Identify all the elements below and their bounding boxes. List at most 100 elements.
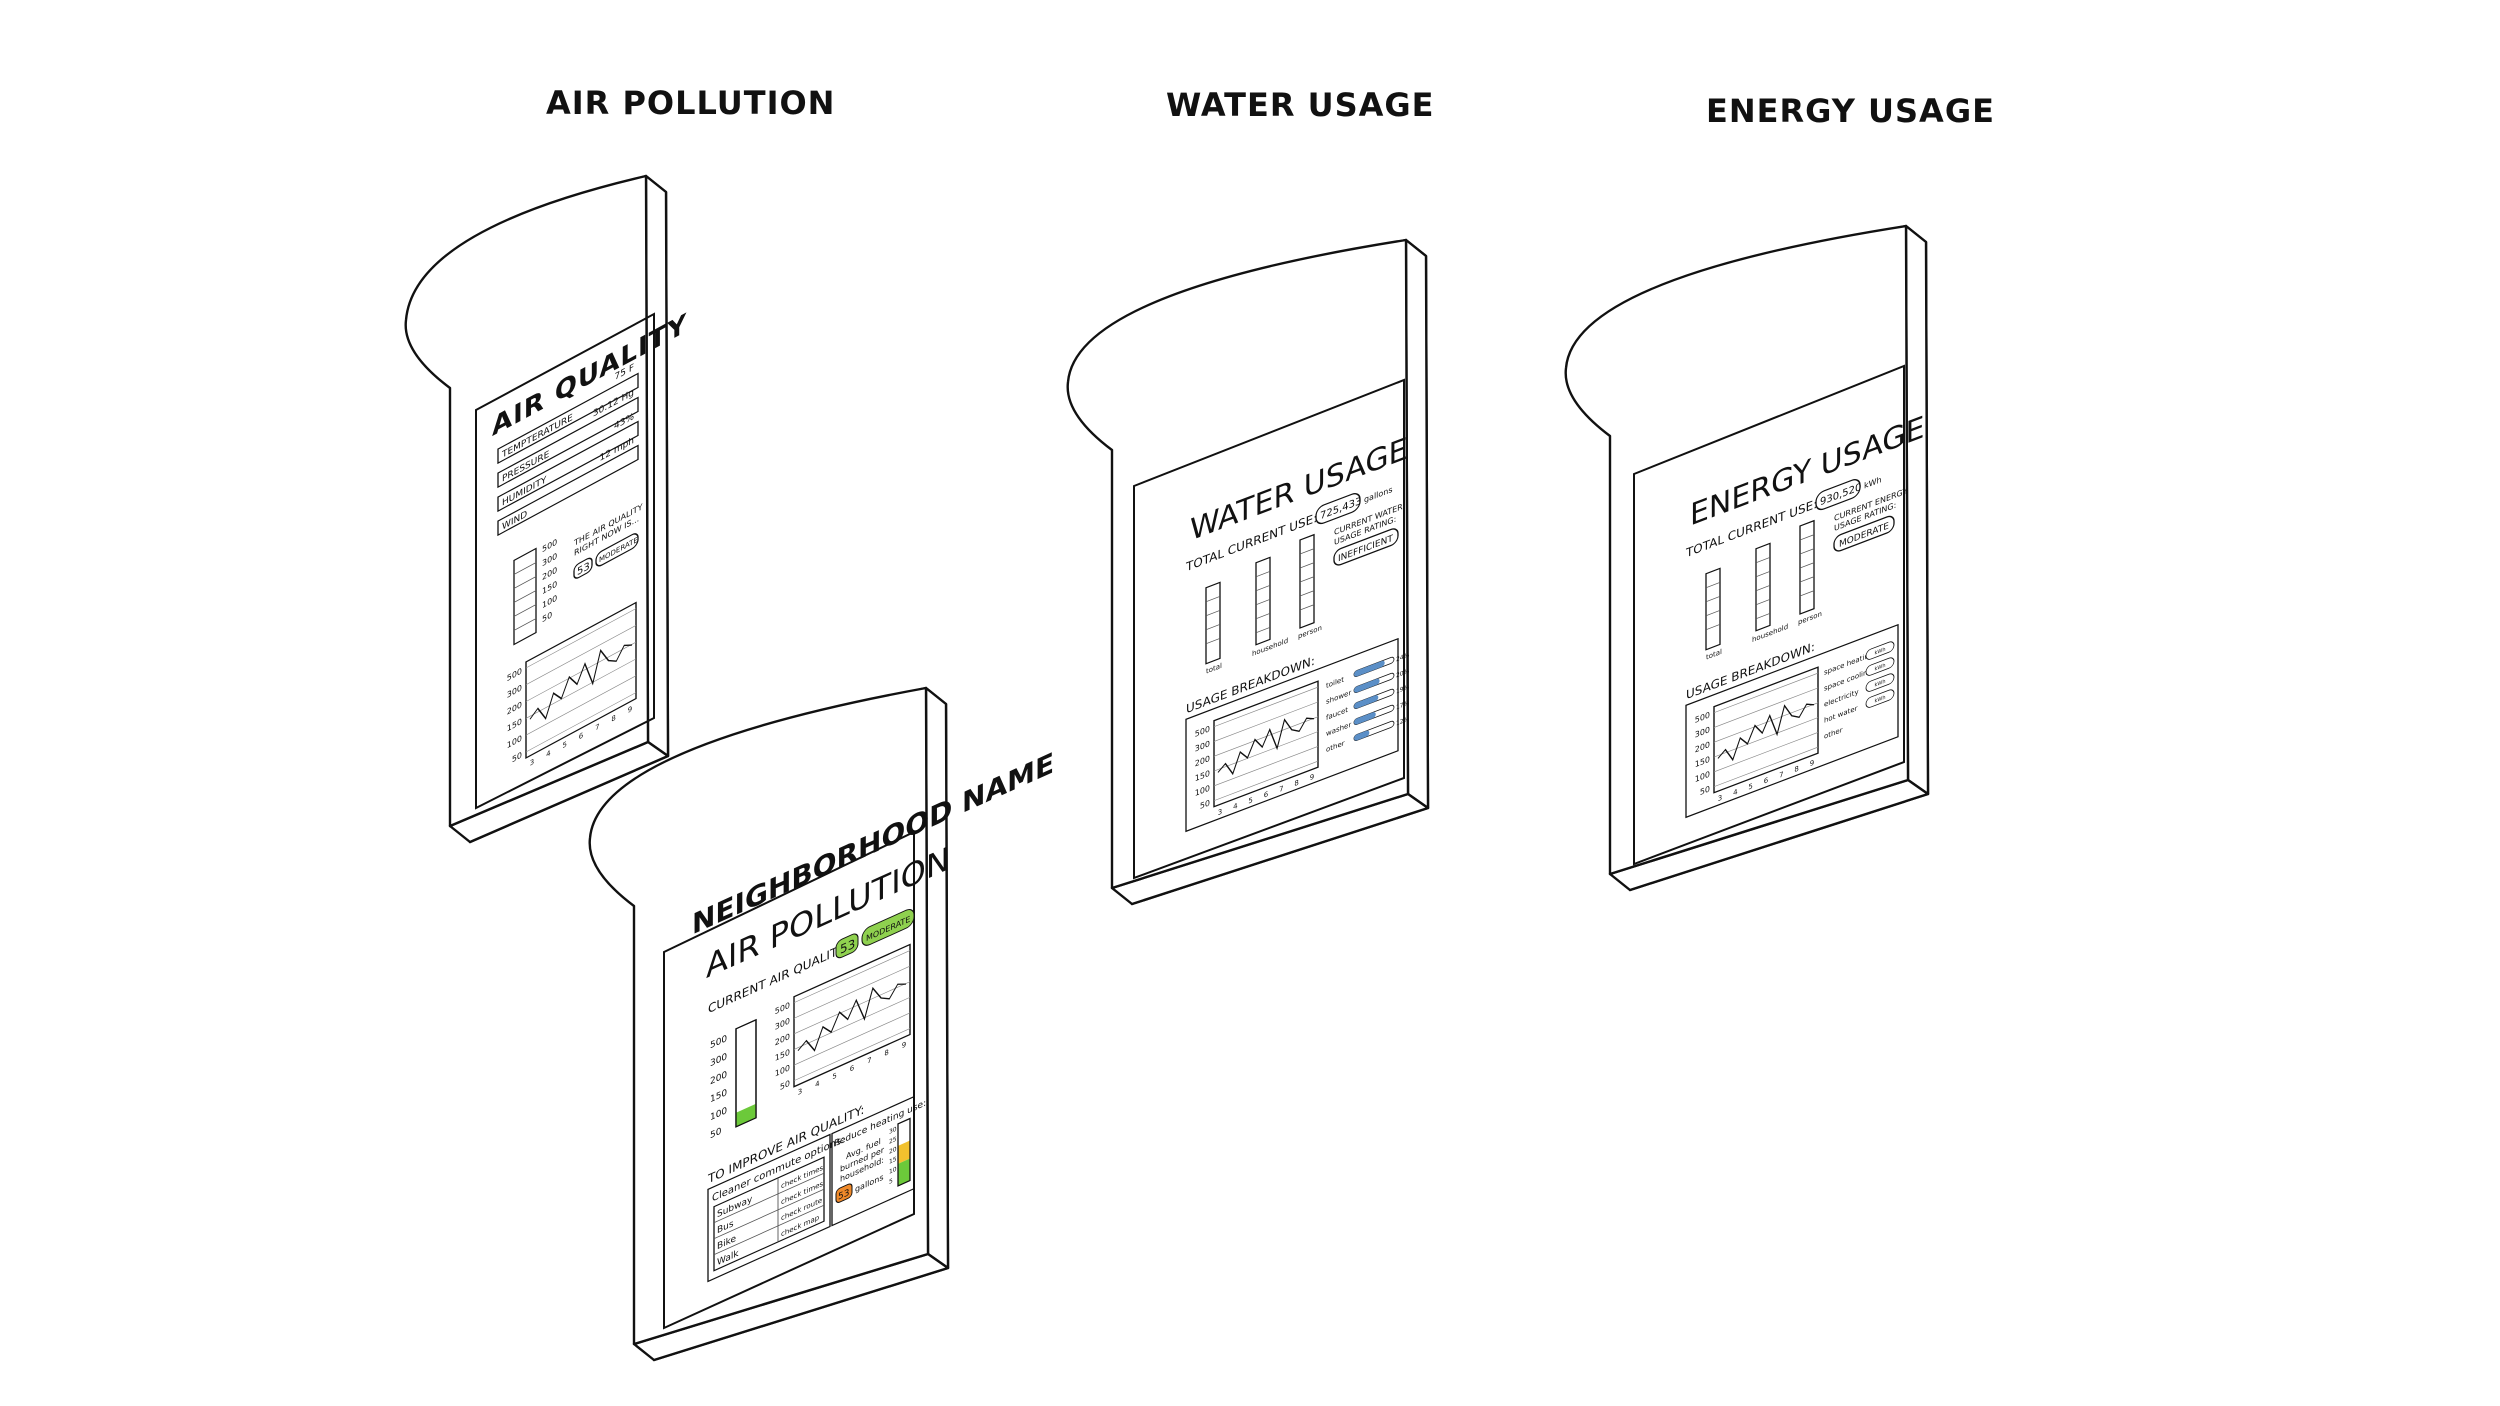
chart-frame <box>1713 666 1819 794</box>
chart-frame <box>1213 680 1319 808</box>
chart-x-tick: 7 <box>1279 783 1283 793</box>
chart-gridline <box>1714 732 1818 773</box>
breakdown-bar-fill <box>1354 712 1376 725</box>
chart-x-tick: 3 <box>1718 793 1723 804</box>
chart-gridline <box>794 981 910 1035</box>
chart-x-tick: 4 <box>1233 801 1238 812</box>
heating-value-badge: 53 <box>838 1187 849 1203</box>
chart-gridline <box>1714 687 1818 728</box>
chart-frame <box>525 601 637 760</box>
breakdown-bar-fill <box>1354 695 1379 709</box>
chart-line <box>1717 703 1815 762</box>
svg-text:50: 50 <box>542 610 552 625</box>
breakdown-item-pct: 19% <box>1396 684 1409 696</box>
chart-x-tick: 6 <box>850 1063 855 1074</box>
breakdown-bar-fill <box>1354 730 1370 741</box>
chart-x-tick: 4 <box>546 748 551 759</box>
chart-x-tick: 6 <box>1264 789 1269 800</box>
svg-text:30: 30 <box>889 1126 897 1136</box>
chart-gridline <box>1214 701 1318 742</box>
kiosk-water-usage: WATER USAGE TOTAL CURRENT USE: 725,433 g… <box>1066 238 1430 906</box>
breakdown-value-pill <box>1865 689 1895 708</box>
chart-gridline <box>794 950 910 1004</box>
chart-x-tick: 5 <box>1748 781 1752 791</box>
svg-text:15: 15 <box>889 1156 897 1166</box>
chart-x-tick: 3 <box>530 757 535 768</box>
breakdown-item-value: kWh <box>1875 647 1886 657</box>
breakdown-value-pill <box>1865 657 1895 676</box>
chart-x-tick: 9 <box>1310 772 1315 783</box>
breakdown-bar-fill <box>1354 678 1380 693</box>
chart-x-tick: 3 <box>1218 807 1223 818</box>
heating-scale: 30 25 20 15 10 5 <box>889 1126 897 1186</box>
heading-water-usage: WATER USAGE <box>1166 86 1435 124</box>
chart-gridline <box>526 625 636 686</box>
chart-gridline <box>794 965 910 1019</box>
aqi-value-badge: 53 <box>840 936 855 957</box>
chart-gridline <box>1214 746 1318 787</box>
breakdown-item-value: kWh <box>1875 695 1886 705</box>
chart-gridline <box>526 692 636 753</box>
svg-text:5: 5 <box>889 1177 893 1185</box>
chart-gridline <box>1214 686 1318 728</box>
heading-air-pollution: AIR POLLUTION <box>546 84 836 122</box>
chart-line <box>797 983 907 1052</box>
chart-y-tick: 50 <box>780 1078 790 1092</box>
chart-y-tick: 50 <box>1700 783 1710 797</box>
chart-line <box>529 644 633 720</box>
chart-gridline <box>794 1012 910 1066</box>
breakdown-value-pill <box>1865 641 1895 660</box>
chart-gridline <box>526 641 636 702</box>
chart-x-tick: 8 <box>611 713 616 724</box>
kiosk-neighborhood: NEIGHBORHOOD NAME AIR POLLUTION CURRENT … <box>588 686 1054 1362</box>
chart-y-tick: 50 <box>512 751 522 766</box>
chart-frame <box>793 943 911 1088</box>
chart-x-tick: 7 <box>1779 769 1783 779</box>
usage-breakdown-list: toilet24%shower20%faucet19%washer17%othe… <box>1326 652 1409 754</box>
breakdown-item-pct: 17% <box>1396 700 1409 712</box>
chart-x-tick: 5 <box>562 739 567 750</box>
breakdown-item-value: kWh <box>1875 679 1886 689</box>
chart-gridline <box>526 675 636 736</box>
svg-text:20: 20 <box>889 1146 897 1156</box>
breakdown-value-pill <box>1865 673 1895 692</box>
svg-text:10: 10 <box>889 1166 897 1176</box>
chart-x-tick: 8 <box>1794 764 1799 775</box>
chart-x-tick: 9 <box>1810 758 1815 769</box>
chart-x-tick: 4 <box>1733 787 1738 798</box>
svg-text:25: 25 <box>889 1136 897 1146</box>
chart-gridline <box>1714 702 1818 743</box>
kiosk-energy-usage: ENERGY USAGE TOTAL CURRENT USE: 930,520 … <box>1564 224 1930 892</box>
chart-x-tick: 4 <box>815 1078 820 1089</box>
chart-x-tick: 8 <box>884 1047 889 1058</box>
chart-x-tick: 5 <box>1248 795 1252 805</box>
chart-x-tick: 7 <box>595 722 600 733</box>
breakdown-item-pct: 20% <box>1396 668 1409 680</box>
chart-gridline <box>794 1028 910 1082</box>
breakdown-item-pct: 12% <box>1396 716 1409 728</box>
chart-x-tick: 3 <box>798 1086 803 1097</box>
chart-gridline <box>526 658 636 719</box>
breakdown-bar-fill <box>1354 660 1385 677</box>
chart-y-tick: 50 <box>1200 797 1210 811</box>
breakdown-item-pct: 24% <box>1396 652 1409 664</box>
chart-gridline <box>1714 717 1818 758</box>
chart-gridline <box>794 996 910 1050</box>
chart-gridline <box>1714 746 1818 788</box>
chart-x-tick: 9 <box>902 1039 907 1050</box>
chart-x-tick: 6 <box>1764 775 1769 786</box>
chart-x-tick: 6 <box>579 730 584 741</box>
chart-x-tick: 9 <box>628 704 633 715</box>
svg-text:50: 50 <box>710 1126 721 1142</box>
kiosk-air-quality: AIR QUALITY TEMPTERATURE 75 F PRESSURE 3… <box>404 174 687 844</box>
chart-gridline <box>1214 760 1318 802</box>
chart-gridline <box>1714 672 1818 714</box>
heading-energy-usage: ENERGY USAGE <box>1706 92 1995 130</box>
chart-gridline <box>1214 716 1318 757</box>
breakdown-item-value: kWh <box>1875 663 1886 673</box>
chart-x-tick: 7 <box>867 1055 872 1066</box>
chart-line <box>1217 717 1315 776</box>
chart-gridline <box>1214 731 1318 772</box>
